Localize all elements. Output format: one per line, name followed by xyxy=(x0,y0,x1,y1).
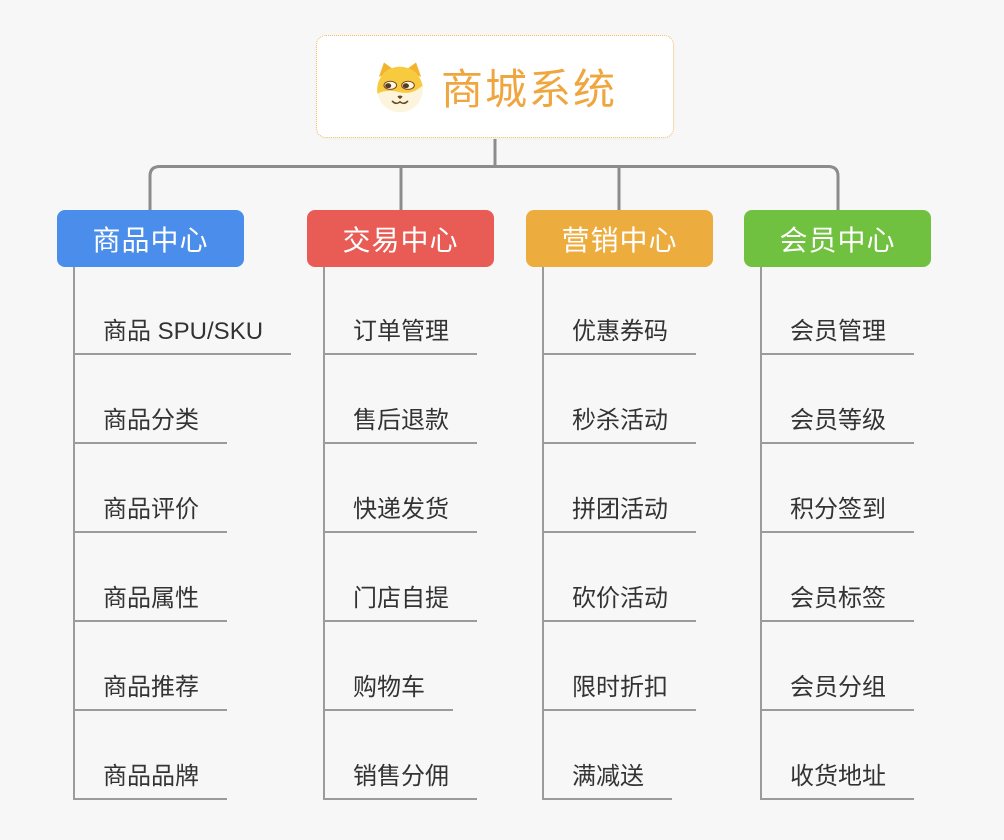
tree-item-label[interactable]: 秒杀活动 xyxy=(544,407,696,444)
root-node-title: 商城系统 xyxy=(440,66,617,113)
tree-item: 收货地址 xyxy=(762,711,914,800)
tree-item-label[interactable]: 会员等级 xyxy=(762,407,914,444)
branch-items-marketing-center: 优惠券码 秒杀活动 拼团活动 砍价活动 限时折扣 满减送 xyxy=(542,267,696,800)
branch-items-product-center: 商品 SPU/SKU 商品分类 商品评价 商品属性 商品推荐 商品品牌 xyxy=(73,267,292,800)
tree-item: 销售分佣 xyxy=(325,711,477,800)
tree-item: 拼团活动 xyxy=(544,444,696,533)
tree-item-label[interactable]: 购物车 xyxy=(325,674,453,711)
tree-item: 售后退款 xyxy=(325,355,477,444)
tree-item: 商品品牌 xyxy=(75,711,291,800)
tree-item-label[interactable]: 收货地址 xyxy=(762,763,914,800)
tree-item-label[interactable]: 满减送 xyxy=(544,763,672,800)
branch-header-product-center[interactable]: 商品中心 xyxy=(57,210,244,267)
tree-item: 秒杀活动 xyxy=(544,355,696,444)
tree-item-label[interactable]: 会员标签 xyxy=(762,585,914,622)
tree-item-label[interactable]: 售后退款 xyxy=(325,407,477,444)
tree-item-label[interactable]: 积分签到 xyxy=(762,496,914,533)
dog-face-icon xyxy=(377,62,423,112)
tree-item-label[interactable]: 快递发货 xyxy=(325,496,477,533)
tree-item-label[interactable]: 会员分组 xyxy=(762,674,914,711)
tree-item-label[interactable]: 商品属性 xyxy=(75,585,227,622)
tree-item: 会员分组 xyxy=(762,622,914,711)
branch-header-marketing-center[interactable]: 营销中心 xyxy=(526,210,713,267)
tree-item: 砍价活动 xyxy=(544,533,696,622)
branch-items-member-center: 会员管理 会员等级 积分签到 会员标签 会员分组 收货地址 xyxy=(760,267,914,800)
tree-item: 积分签到 xyxy=(762,444,914,533)
tree-item-label[interactable]: 订单管理 xyxy=(325,318,477,355)
tree-item: 商品评价 xyxy=(75,444,291,533)
tree-item-label[interactable]: 限时折扣 xyxy=(544,674,696,711)
tree-item-label[interactable]: 商品品牌 xyxy=(75,763,227,800)
tree-item: 满减送 xyxy=(544,711,696,800)
tree-item-label[interactable]: 商品评价 xyxy=(75,496,227,533)
branch-items-trade-center: 订单管理 售后退款 快递发货 门店自提 购物车 销售分佣 xyxy=(323,267,477,800)
tree-item: 快递发货 xyxy=(325,444,477,533)
root-node[interactable]: 商城系统 xyxy=(316,35,674,138)
branch-header-member-center[interactable]: 会员中心 xyxy=(744,210,931,267)
tree-item: 会员管理 xyxy=(762,267,914,355)
tree-item: 限时折扣 xyxy=(544,622,696,711)
tree-item: 优惠券码 xyxy=(544,267,696,355)
tree-item: 会员标签 xyxy=(762,533,914,622)
tree-item: 会员等级 xyxy=(762,355,914,444)
tree-item: 商品分类 xyxy=(75,355,291,444)
tree-item: 商品 SPU/SKU xyxy=(75,267,292,355)
tree-item: 门店自提 xyxy=(325,533,477,622)
tree-item-label[interactable]: 拼团活动 xyxy=(544,496,696,533)
branch-product-center: 商品中心 商品 SPU/SKU 商品分类 商品评价 商品属性 商品推荐 商品品牌 xyxy=(57,210,297,800)
tree-item-label[interactable]: 商品分类 xyxy=(75,407,227,444)
tree-item: 订单管理 xyxy=(325,267,477,355)
branch-marketing-center: 营销中心 优惠券码 秒杀活动 拼团活动 砍价活动 限时折扣 满减送 xyxy=(526,210,766,800)
branch-member-center: 会员中心 会员管理 会员等级 积分签到 会员标签 会员分组 收货地址 xyxy=(744,210,984,800)
branch-trade-center: 交易中心 订单管理 售后退款 快递发货 门店自提 购物车 销售分佣 xyxy=(307,210,547,800)
branch-header-trade-center[interactable]: 交易中心 xyxy=(307,210,494,267)
tree-item-label[interactable]: 商品 SPU/SKU xyxy=(75,318,292,355)
tree-item-label[interactable]: 会员管理 xyxy=(762,318,914,355)
tree-item-label[interactable]: 门店自提 xyxy=(325,585,477,622)
tree-item-label[interactable]: 商品推荐 xyxy=(75,674,227,711)
tree-item-label[interactable]: 销售分佣 xyxy=(325,763,477,800)
tree-item-label[interactable]: 砍价活动 xyxy=(544,585,696,622)
tree-item-label[interactable]: 优惠券码 xyxy=(544,318,696,355)
tree-item: 购物车 xyxy=(325,622,477,711)
tree-item: 商品属性 xyxy=(75,533,291,622)
tree-item: 商品推荐 xyxy=(75,622,291,711)
